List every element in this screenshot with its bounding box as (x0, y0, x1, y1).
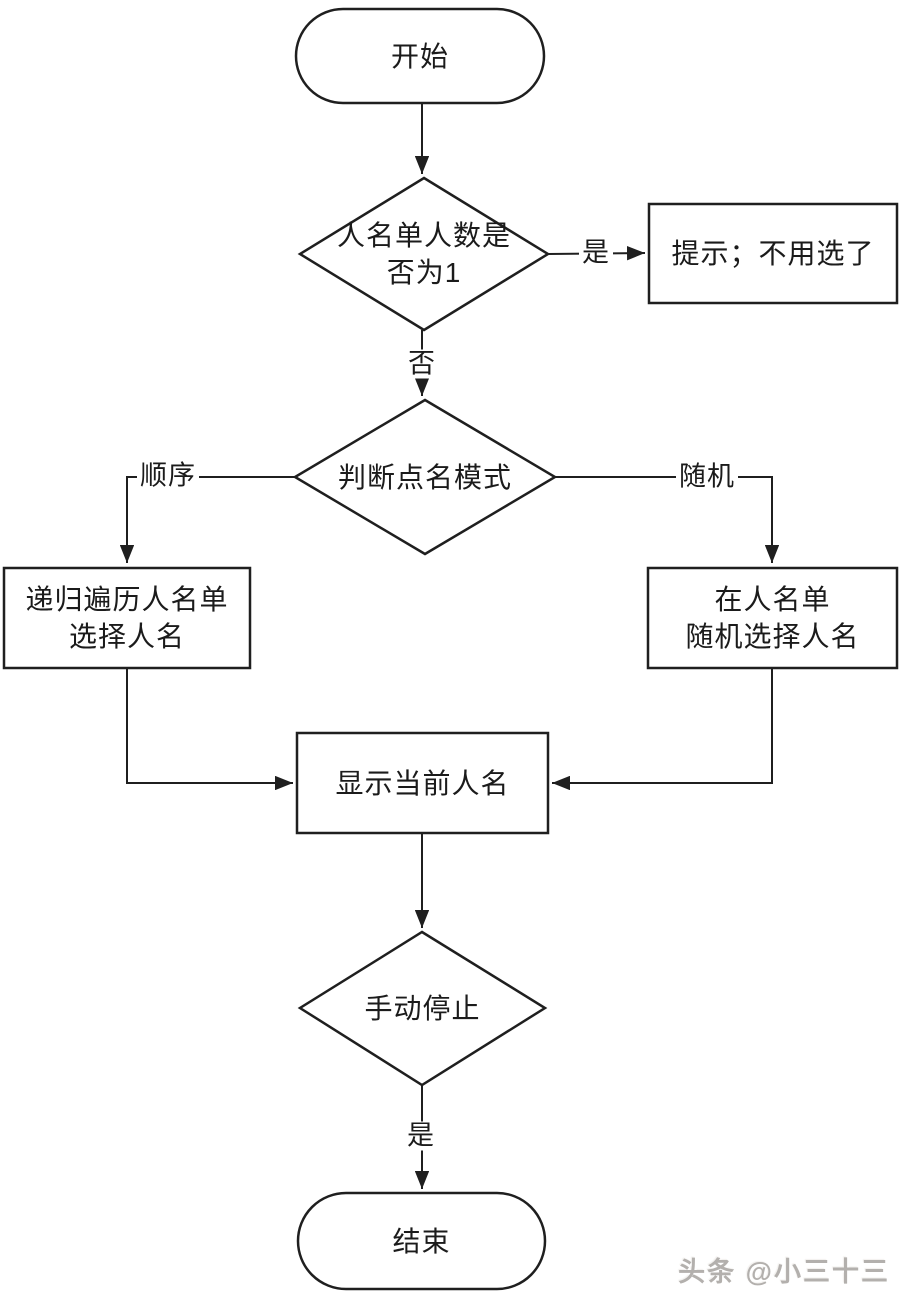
edge-label-mode-sequential: 顺序 (137, 461, 199, 491)
end-node-text: 结束 (392, 1225, 451, 1257)
edge-label-yes-to-prompt: 是 (579, 238, 613, 268)
sequential-node-shape (2, 566, 252, 670)
edge-sequential-to-display (126, 668, 293, 791)
prompt-node-shape (647, 202, 899, 305)
end-node-shape (296, 1191, 547, 1291)
manual-stop-decision-label: 手动停止 (300, 932, 545, 1085)
check-count-line2: 否为1 (386, 257, 462, 288)
check-count-line1: 人名单人数是 (336, 220, 511, 251)
start-node-shape (294, 7, 546, 105)
random-line1: 在人名单 (714, 584, 831, 615)
edge-checkmode-to-random (555, 476, 780, 563)
edge-label-mode-random: 随机 (676, 462, 738, 492)
edge-checkmode-to-sequential (119, 476, 295, 563)
edge-label-no-to-mode: 否 (405, 349, 439, 379)
check-count-decision-shape (297, 176, 551, 332)
end-node-label: 结束 (298, 1193, 545, 1289)
random-line2: 随机选择人名 (685, 621, 860, 652)
manual-stop-text: 手动停止 (364, 993, 481, 1024)
manual-stop-decision-shape (297, 930, 548, 1087)
display-node-label: 显示当前人名 (297, 733, 548, 833)
prompt-node-label: 提示；不用选了 (649, 204, 897, 303)
edge-label-yes-to-end: 是 (404, 1121, 438, 1151)
start-node-label: 开始 (296, 9, 544, 103)
random-node-label: 在人名单 随机选择人名 (648, 568, 897, 668)
display-node-text: 显示当前人名 (335, 767, 510, 799)
sequential-line1: 递归遍历人名单 (25, 584, 229, 615)
check-mode-text: 判断点名模式 (337, 461, 512, 493)
watermark-text: 头条 @小三十三 (678, 1257, 890, 1287)
display-node-shape (295, 731, 550, 835)
edge-random-to-display (552, 668, 773, 791)
check-mode-decision-label: 判断点名模式 (295, 400, 555, 554)
start-node-text: 开始 (390, 40, 449, 72)
sequential-line2: 选择人名 (68, 621, 185, 652)
prompt-node-text: 提示；不用选了 (671, 238, 875, 269)
sequential-node-label: 递归遍历人名单 选择人名 (4, 568, 250, 668)
check-mode-decision-shape (292, 398, 558, 556)
check-count-decision-label: 人名单人数是 否为1 (300, 178, 548, 330)
random-node-shape (646, 566, 899, 670)
